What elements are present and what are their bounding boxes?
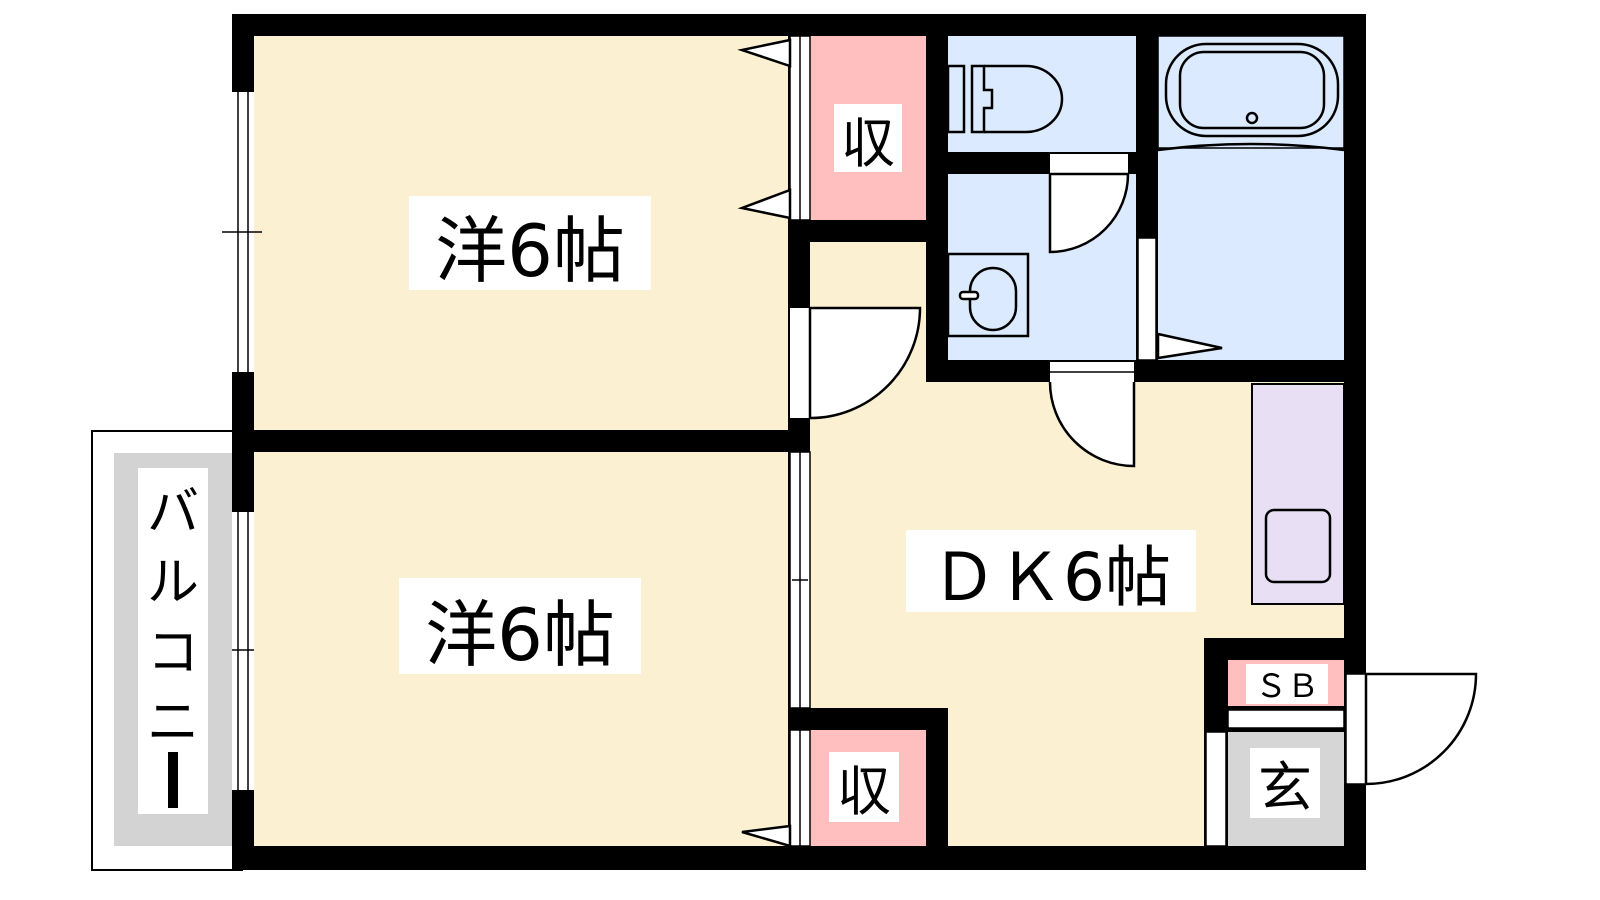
closet-2-doors[interactable]: [741, 729, 811, 848]
front-door[interactable]: [1345, 672, 1478, 786]
balcony: バ ル コ ニ: [91, 430, 243, 871]
toilet-icon: [946, 64, 1064, 134]
window-room-1: [222, 92, 262, 372]
bathroom-door[interactable]: [1137, 237, 1223, 361]
western-room-1-label: 洋6帖: [435, 209, 625, 293]
balcony-label-1: バ: [147, 483, 199, 543]
sink-icon: [1264, 508, 1332, 584]
closet-1-doors[interactable]: [737, 35, 811, 221]
washbasin-icon: [946, 252, 1030, 338]
bathroom: [1158, 36, 1344, 360]
entrance-label: 玄: [1258, 756, 1312, 819]
balcony-label-2: ル: [147, 553, 199, 613]
room-1-door[interactable]: [790, 306, 922, 420]
closet-1-label: 収: [841, 112, 895, 175]
closet-2-label: 収: [837, 760, 891, 823]
kitchen-counter: [1251, 383, 1345, 605]
bathtub-icon: [1157, 35, 1345, 152]
balcony-label-5-bar: [168, 752, 178, 808]
washroom-door[interactable]: [1048, 362, 1136, 468]
dining-kitchen-label: ＤＫ6帖: [931, 539, 1171, 616]
toilet-room: [948, 36, 1136, 152]
shoe-box-label: ＳＢ: [1255, 667, 1319, 705]
window-room-2: [232, 512, 254, 790]
room-2-sliding-door[interactable]: [789, 451, 811, 709]
balcony-label-3: コ: [147, 623, 199, 683]
toilet-door[interactable]: [1048, 154, 1130, 254]
balcony-label-4: ニ: [147, 693, 199, 753]
western-room-2-label: 洋6帖: [425, 593, 615, 677]
